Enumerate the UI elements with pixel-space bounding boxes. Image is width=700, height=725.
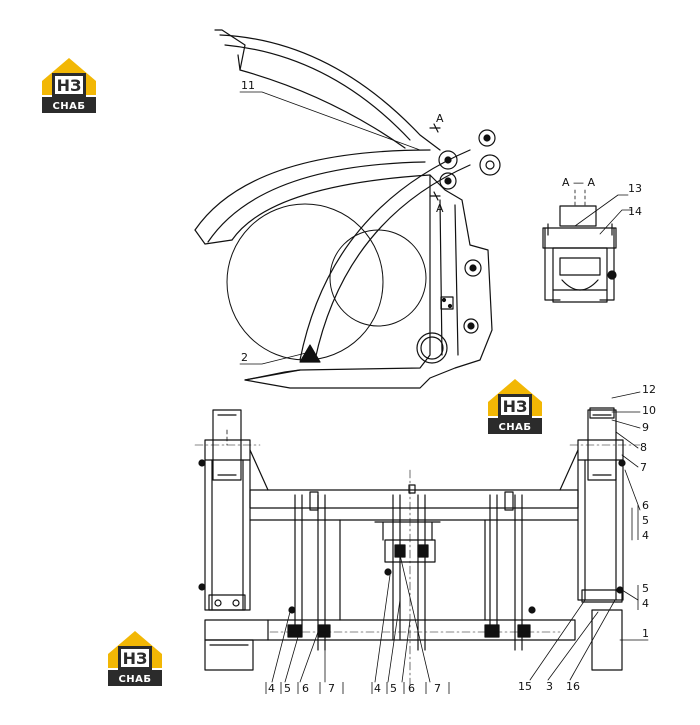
section-mark-top: А bbox=[436, 112, 444, 125]
pin-upper-right bbox=[478, 129, 496, 147]
callout-b-6a: 6 bbox=[302, 682, 309, 695]
section-body bbox=[552, 247, 608, 303]
top-cross-beam bbox=[249, 489, 579, 509]
lower-arm-outer bbox=[299, 149, 471, 361]
pipe-end bbox=[416, 332, 448, 364]
right-foot bbox=[591, 609, 623, 671]
right-upright bbox=[577, 459, 624, 601]
tine-1 bbox=[294, 494, 303, 626]
pin-lower bbox=[463, 318, 479, 334]
grapple-front-view bbox=[194, 391, 649, 691]
callout-6: 6 bbox=[642, 499, 649, 512]
section-cross-bar bbox=[542, 227, 617, 249]
section-mark-bottom: А bbox=[436, 202, 444, 215]
callout-8: 8 bbox=[640, 441, 647, 454]
main-frame bbox=[244, 174, 493, 389]
callout-16: 16 bbox=[566, 680, 580, 693]
logo-bottom-text: СНАБ bbox=[498, 422, 531, 433]
tine-4 bbox=[417, 494, 426, 651]
grapple-side-view bbox=[194, 29, 501, 389]
callout-14: 14 bbox=[628, 205, 642, 218]
callout-12: 12 bbox=[642, 383, 656, 396]
nz-snab-logo-middle: НЗ СНАБ bbox=[484, 376, 546, 442]
leader-14 bbox=[599, 209, 633, 235]
callout-7: 7 bbox=[640, 461, 647, 474]
callout-b-5a: 5 bbox=[284, 682, 291, 695]
callout-10: 10 bbox=[642, 404, 656, 417]
callout-b-5b: 5 bbox=[390, 682, 397, 695]
tine-3 bbox=[392, 494, 401, 641]
middle-arm-inner bbox=[207, 161, 426, 243]
callout-15: 15 bbox=[518, 680, 532, 693]
nz-snab-logo-top-left: НЗ СНАБ bbox=[38, 55, 100, 121]
center-bracket bbox=[374, 521, 441, 541]
pin-upper-left bbox=[438, 150, 458, 170]
callout-5-lower: 5 bbox=[642, 582, 649, 595]
pin-frame bbox=[464, 259, 482, 277]
tine-2 bbox=[317, 494, 326, 651]
callout-5-upper: 5 bbox=[642, 514, 649, 527]
leader-11 bbox=[239, 91, 421, 151]
callout-b-4a: 4 bbox=[268, 682, 275, 695]
callout-11: 11 bbox=[241, 79, 255, 92]
logo-top-text: НЗ bbox=[503, 397, 528, 416]
tine-5 bbox=[489, 494, 498, 626]
left-tower-head bbox=[204, 439, 251, 461]
section-cut-marks bbox=[429, 123, 441, 201]
callout-b-7b: 7 bbox=[434, 682, 441, 695]
pin-middle bbox=[439, 172, 457, 190]
callout-b-7a: 7 bbox=[328, 682, 335, 695]
logo-top-text: НЗ bbox=[57, 76, 82, 95]
pin-right bbox=[479, 154, 501, 176]
leader-2 bbox=[239, 351, 311, 365]
callout-b-6b: 6 bbox=[408, 682, 415, 695]
section-top-boss bbox=[559, 205, 597, 227]
callout-1: 1 bbox=[642, 627, 649, 640]
callout-3: 3 bbox=[546, 680, 553, 693]
callout-2: 2 bbox=[241, 351, 248, 364]
lower-arm-inner bbox=[314, 164, 471, 361]
logo-bottom-text: СНАБ bbox=[118, 674, 151, 685]
section-label-aa: А — А bbox=[562, 176, 596, 189]
callout-9: 9 bbox=[642, 421, 649, 434]
nz-snab-logo-bottom-left: НЗ СНАБ bbox=[104, 628, 166, 694]
callout-4-lower: 4 bbox=[642, 597, 649, 610]
middle-arm-outer bbox=[194, 149, 431, 231]
left-foot bbox=[204, 639, 254, 671]
bottom-beam bbox=[204, 619, 576, 641]
logo-top-text: НЗ bbox=[123, 649, 148, 668]
callout-4-upper: 4 bbox=[642, 529, 649, 542]
callout-13: 13 bbox=[628, 182, 642, 195]
logo-bottom-text: СНАБ bbox=[52, 101, 85, 112]
upper-arm-outer bbox=[219, 34, 441, 151]
mount-plate bbox=[440, 296, 454, 310]
upper-arm-inner bbox=[224, 44, 411, 141]
tine-6 bbox=[514, 494, 523, 651]
callout-b-4b: 4 bbox=[374, 682, 381, 695]
leader-13 bbox=[574, 194, 629, 227]
section-aa-view bbox=[542, 189, 633, 303]
